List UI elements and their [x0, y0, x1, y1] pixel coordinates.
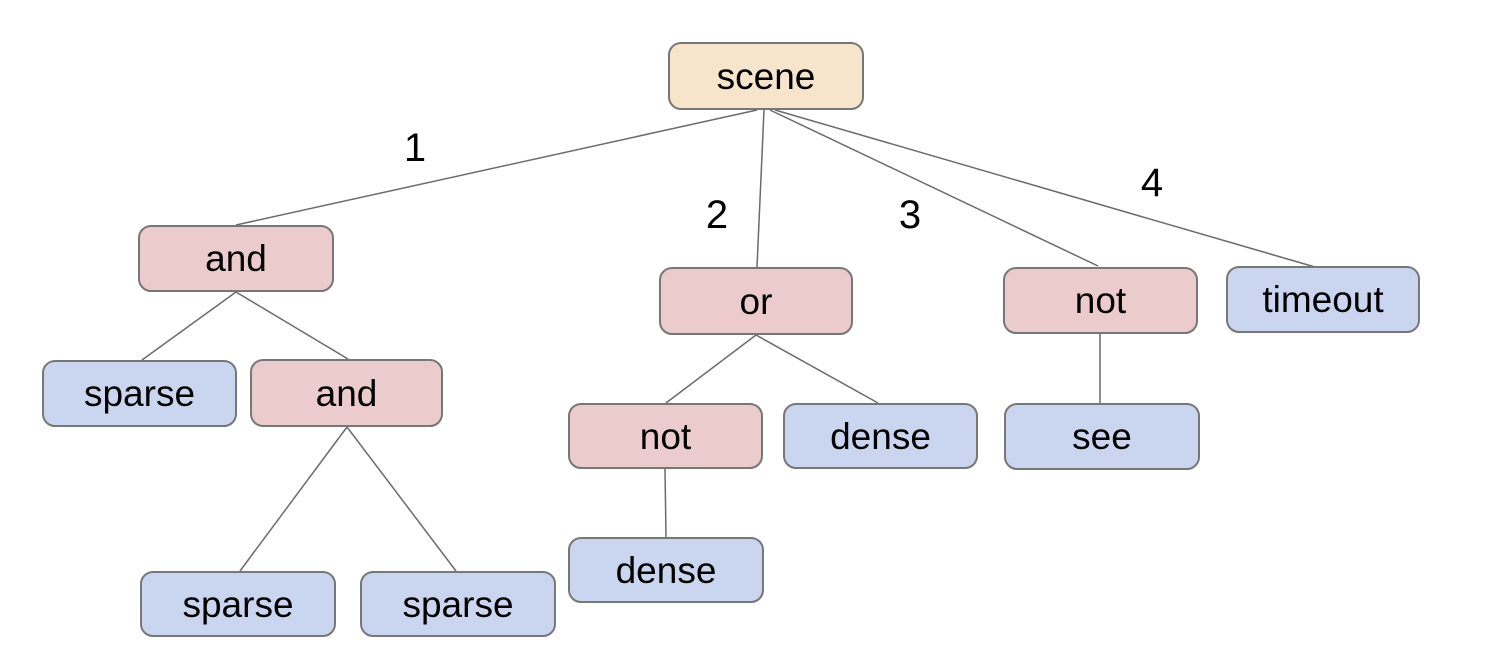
node-and-2: and [250, 359, 443, 427]
edge-scene-timeout [774, 109, 1316, 268]
edge-and-and [235, 291, 349, 360]
node-dense-1: dense [783, 403, 978, 469]
edge-and2-sparse2 [346, 426, 457, 572]
node-or-label: or [739, 280, 773, 322]
node-and-1-label: and [205, 238, 267, 279]
node-dense-1-label: dense [830, 415, 931, 457]
node-and-1: and [138, 225, 334, 292]
node-not-2: not [568, 403, 763, 469]
node-scene-label: scene [716, 55, 816, 97]
node-timeout-label: timeout [1262, 279, 1384, 320]
edge-label-2: 2 [705, 193, 729, 237]
edge-not2-dense [664, 468, 667, 538]
edge-scene-not [769, 109, 1099, 267]
edge-label-4: 4 [1140, 161, 1164, 205]
node-see-label: see [1072, 416, 1132, 457]
node-and-2-label: and [315, 372, 378, 414]
node-scene: scene [668, 42, 864, 110]
node-sparse-1-label: sparse [83, 373, 196, 414]
edge-and-sparse [141, 291, 237, 361]
edge-label-3: 3 [898, 193, 922, 237]
node-sparse-2-label: sparse [182, 583, 294, 625]
node-not-1-label: not [1074, 280, 1127, 321]
node-timeout: timeout [1226, 266, 1420, 333]
node-sparse-3: sparse [360, 571, 556, 637]
node-not-2-label: not [639, 415, 692, 457]
edge-label-1: 1 [403, 126, 427, 170]
edge-or-not [665, 334, 757, 404]
edge-scene-or [756, 109, 765, 268]
node-see: see [1004, 403, 1200, 470]
node-sparse-2: sparse [140, 571, 336, 637]
edge-and2-sparse [239, 426, 348, 572]
node-not-1: not [1003, 267, 1198, 334]
node-dense-2: dense [568, 537, 764, 603]
node-or: or [659, 267, 853, 335]
edge-or-dense [755, 334, 879, 404]
node-dense-2-label: dense [615, 549, 717, 591]
node-sparse-3-label: sparse [402, 583, 514, 625]
edge-scene-and [235, 109, 758, 226]
node-sparse-1: sparse [42, 360, 237, 427]
